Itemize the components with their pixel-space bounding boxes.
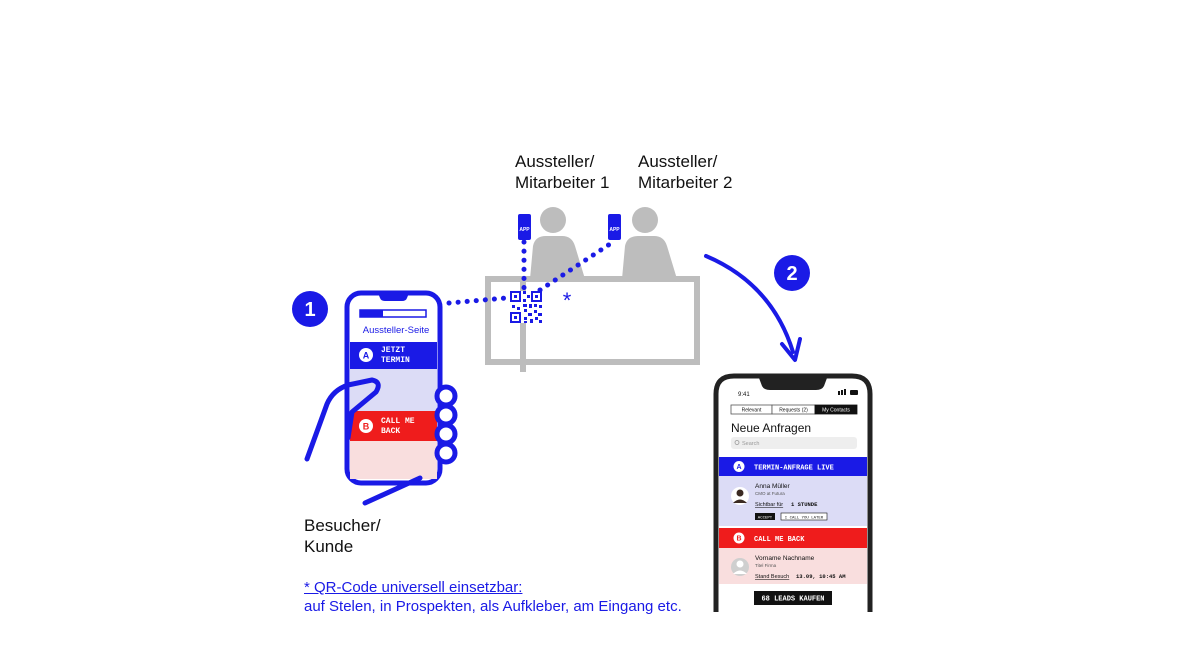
exhibitor1-app-badge: APP (518, 214, 531, 240)
contact1-role: CMO at Futura (755, 491, 785, 496)
accept-button[interactable] (755, 513, 775, 520)
exhibitor1-label-line1: Aussteller/ (515, 152, 595, 171)
contact1-link[interactable]: Sichtbar für (755, 502, 783, 508)
section-a-letter: A (736, 464, 741, 471)
section-a-header (719, 457, 867, 476)
call-later-button[interactable] (780, 512, 828, 521)
tab-my-contacts[interactable] (814, 404, 858, 415)
exhibitor1-label: Aussteller/ Mitarbeiter 1 (515, 151, 609, 193)
search-placeholder: Search (742, 441, 759, 447)
visitor-phone: Aussteller-Seite A JETZT TERMIN B CALL M… (344, 290, 443, 486)
exhibitor2-label: Aussteller/ Mitarbeiter 2 (638, 151, 732, 193)
exhibitor1-app-text: APP (519, 227, 530, 233)
section-b-header (719, 528, 867, 548)
exhibitor2-figure (622, 207, 677, 279)
call-later-button-label: I CALL YOU LATER (785, 516, 824, 520)
tab-relevant-label: Relevant (742, 408, 762, 414)
tab-requests-label: Requests (2) (779, 408, 808, 414)
status-icons (838, 389, 858, 395)
search-icon (734, 440, 740, 445)
contact1-name: Anna Müller (755, 483, 791, 490)
exhibitor1-figure (530, 207, 585, 279)
visitor-label-line2: Kunde (304, 537, 354, 556)
section-b-letter: B (736, 536, 741, 543)
accept-button-label: ACCEPT (758, 516, 773, 520)
contact2-name: Vorname Nachname (755, 555, 815, 562)
step1-badge: 1 (292, 291, 328, 327)
buy-leads-button-label: 68 LEADS KAUFEN (761, 596, 824, 604)
qr-asterisk: * (563, 288, 572, 313)
contact2-link[interactable]: Stand Besuch (755, 574, 789, 580)
visitor-option-a-line2: TERMIN (381, 356, 410, 365)
visitor-phone-header: Aussteller-Seite (363, 325, 430, 336)
app-tabs: Relevant Requests (2) My Contacts (730, 404, 858, 415)
visitor-option-a-line1: JETZT (381, 346, 405, 355)
exhibitor2-app-badge: APP (608, 214, 621, 240)
section-a-title: TERMIN-ANFRAGE LIVE (754, 465, 834, 473)
step1-number: 1 (304, 299, 315, 321)
exhibitor2-app-text: APP (609, 227, 620, 233)
visitor-label-line1: Besucher/ (304, 516, 381, 535)
contact1-avatar (731, 487, 749, 505)
exhibitor2-label-line1: Aussteller/ (638, 152, 718, 171)
section-b-title: CALL ME BACK (754, 536, 805, 544)
flow-arrow (704, 254, 802, 362)
visitor-option-b-line1: CALL ME (381, 417, 415, 426)
dotted-connections (446, 239, 613, 306)
contact2-avatar (731, 558, 749, 576)
tab-my-contacts-label: My Contacts (822, 408, 850, 414)
buy-leads-button[interactable] (754, 591, 832, 605)
step2-number: 2 (786, 263, 797, 285)
visitor-option-a-letter: A (363, 351, 370, 361)
qr-footnote-line2: auf Stelen, in Prospekten, als Aufkleber… (304, 598, 682, 615)
contact1-value: 1 STUNDE (791, 501, 818, 508)
requests-title: Neue Anfragen (731, 421, 811, 435)
qr-footnote-line1: * QR-Code universell einsetzbar: (304, 579, 523, 596)
exhibitor-phone: 9:41 Relevant Requests (2) My Contacts N… (713, 373, 873, 612)
exhibitor2-label-line2: Mitarbeiter 2 (638, 173, 733, 192)
visitor-option-b-letter: B (363, 422, 370, 432)
contact2-value: 13.09, 10:45 AM (796, 573, 846, 580)
status-time: 9:41 (738, 392, 750, 398)
exhibitor1-label-line2: Mitarbeiter 1 (515, 173, 610, 192)
qr-code (510, 291, 542, 323)
search-input[interactable] (731, 437, 857, 449)
visitor-option-b-line2: BACK (381, 427, 400, 436)
visitor-label: Besucher/ Kunde (304, 515, 381, 557)
step2-badge: 2 (774, 255, 810, 291)
qr-footnote: * QR-Code universell einsetzbar: auf Ste… (304, 578, 682, 616)
hand-icon (304, 377, 458, 506)
contact2-role: Titel Firma (755, 563, 777, 568)
